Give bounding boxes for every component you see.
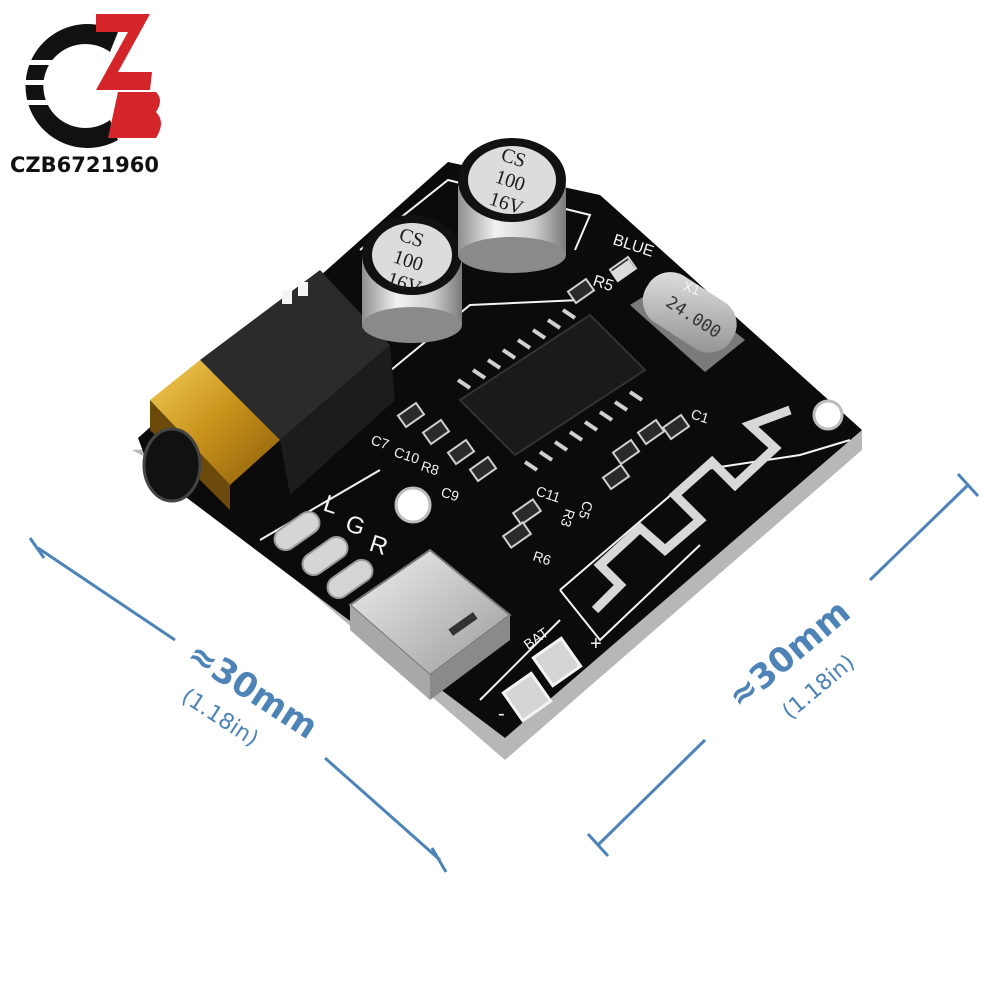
silk-c9: C9 <box>439 484 461 505</box>
silk-r8: R8 <box>419 458 441 479</box>
silk-r3: R3 <box>558 507 579 529</box>
bluetooth-ic-chip <box>456 308 647 472</box>
logo-b-shape <box>108 92 161 138</box>
logo-brand-text: CZB6721960 <box>10 153 159 177</box>
silkscreen-labels: BLUE R5 X1 C7 C10 R8 C9 C11 R6 R3 C5 C1 … <box>320 232 711 725</box>
capacitor-left: CS 100 16V <box>362 215 462 343</box>
silk-plus: + <box>590 633 602 655</box>
silk-c11: C11 <box>534 483 563 506</box>
mounting-hole-right <box>812 399 844 431</box>
bluetooth-antenna-trace <box>591 405 792 614</box>
brand-logo: CZB6721960 <box>10 14 161 177</box>
dimension-right <box>586 472 980 858</box>
logo-stripes <box>24 60 134 105</box>
dimension-left <box>28 537 448 873</box>
silk-c7: C7 <box>369 432 391 453</box>
audio-output-pads <box>273 510 374 600</box>
silk-r5: R5 <box>591 273 616 296</box>
micro-usb-port <box>348 548 512 700</box>
silkscreen-lines <box>259 178 851 701</box>
logo-c-shape <box>25 23 118 149</box>
bluetooth-audio-board: CS 100 16V CS 100 16V <box>132 138 862 760</box>
crystal-oscillator: 24.000 <box>630 272 745 372</box>
status-led <box>610 259 636 283</box>
logo-z-shape <box>96 14 152 90</box>
mounting-holes <box>394 399 844 524</box>
silk-c1: C1 <box>689 406 711 427</box>
silk-minus: - <box>498 703 505 725</box>
battery-pads <box>501 636 583 723</box>
silk-x1: X1 <box>681 278 702 299</box>
smd-components <box>396 255 691 550</box>
mounting-hole-center <box>394 486 432 524</box>
silk-r6: R6 <box>531 548 553 569</box>
silk-c5: C5 <box>576 499 597 521</box>
ic-pins <box>456 308 644 472</box>
jack-socket-hole <box>142 427 202 503</box>
silk-c10: C10 <box>392 444 422 467</box>
capacitor-right: CS 100 16V <box>458 138 566 273</box>
audio-jack <box>142 270 395 510</box>
